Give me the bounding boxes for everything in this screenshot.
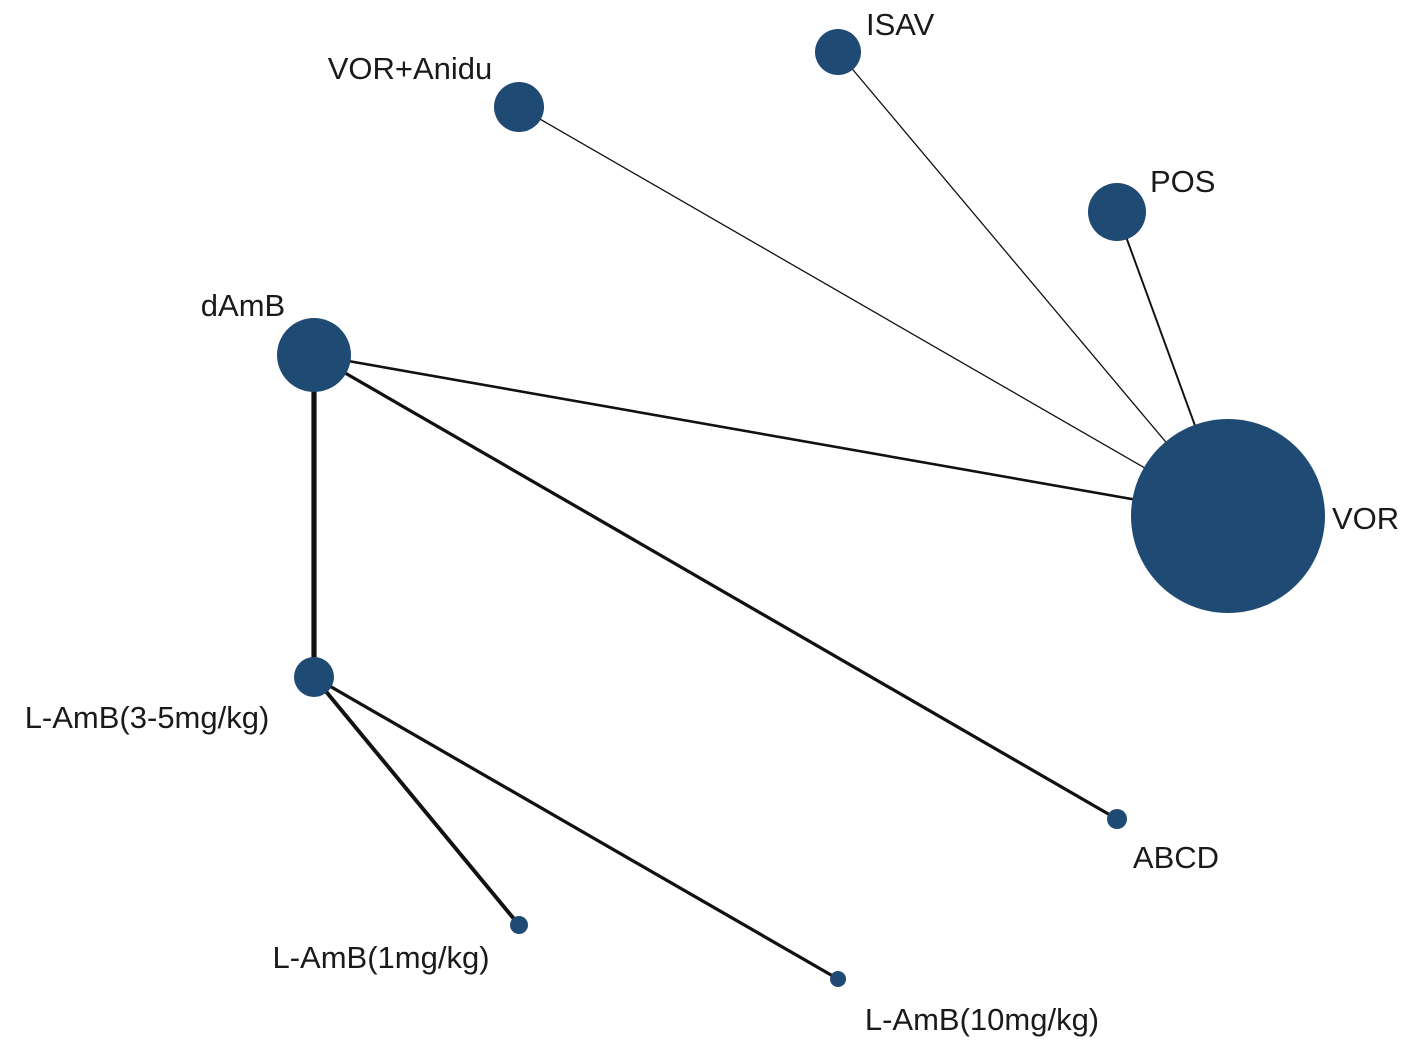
node-label-vor: VOR bbox=[1332, 501, 1399, 536]
edge-vor_anidu-vor bbox=[518, 106, 1229, 517]
edge-isav-vor bbox=[837, 51, 1229, 517]
node-lamb10 bbox=[830, 971, 846, 987]
node-lamb35 bbox=[294, 657, 334, 697]
edge-lamb35-lamb10 bbox=[313, 675, 839, 981]
node-dAmB bbox=[277, 318, 351, 392]
node-vor_anidu bbox=[494, 82, 544, 132]
node-label-isav: ISAV bbox=[866, 7, 935, 42]
edge-dAmB-abcd bbox=[313, 353, 1118, 821]
node-vor bbox=[1131, 419, 1325, 613]
node-abcd bbox=[1107, 809, 1127, 829]
node-label-pos: POS bbox=[1150, 164, 1215, 199]
node-label-lamb1: L-AmB(1mg/kg) bbox=[272, 940, 489, 975]
node-isav bbox=[815, 29, 861, 75]
node-label-dAmB: dAmB bbox=[201, 288, 285, 323]
edges-layer bbox=[311, 51, 1229, 981]
node-lamb1 bbox=[510, 916, 528, 934]
node-label-lamb10: L-AmB(10mg/kg) bbox=[865, 1002, 1099, 1037]
node-label-vor_anidu: VOR+Anidu bbox=[328, 51, 493, 86]
node-label-lamb35: L-AmB(3-5mg/kg) bbox=[25, 700, 270, 735]
node-pos bbox=[1088, 183, 1146, 241]
edge-dAmB-vor bbox=[313, 353, 1229, 518]
nodes-layer bbox=[277, 29, 1325, 987]
edge-lamb35-lamb1 bbox=[312, 675, 521, 927]
node-label-abcd: ABCD bbox=[1133, 840, 1219, 875]
